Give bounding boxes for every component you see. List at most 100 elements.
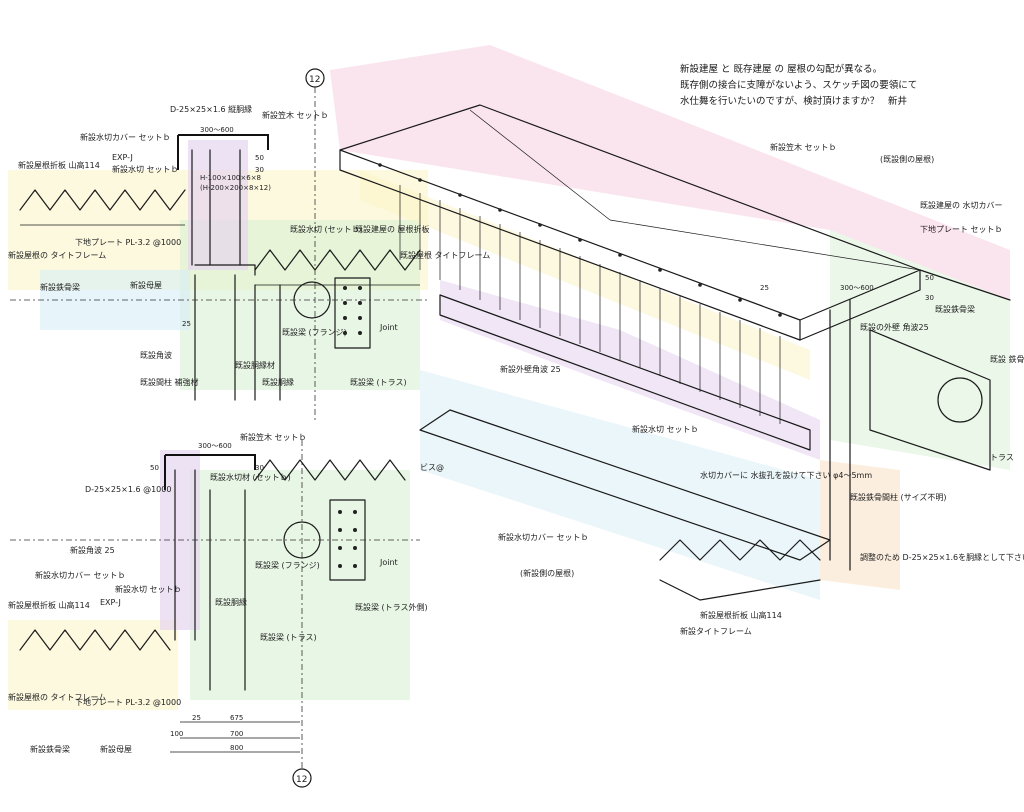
dimension-lines: [170, 721, 300, 753]
new-column: [194, 274, 236, 401]
label-exp-b: EXP-J: [100, 598, 121, 607]
grid-mark-bottom-label: 12: [296, 775, 307, 785]
label-plate: 下地プレート PL-3.2 @1000: [75, 237, 181, 247]
label-d25-b: D-25×25×1.6 @1000: [85, 485, 171, 494]
label-joint: Joint: [379, 323, 398, 332]
parapet-bottom: [174, 469, 196, 641]
p-dim-50: 50: [925, 274, 934, 282]
wash-pink: [330, 45, 1010, 300]
p-label-mizukiri-note: 水切カバーに 水抜孔を設けて下さい φ4～5mm: [700, 470, 872, 480]
note-signature: 新井: [888, 95, 907, 107]
wash-yellow-p: [360, 170, 810, 380]
dim-300-600-b: 300～600: [198, 442, 232, 450]
p-label-exist-girt: 既設鉄骨梁: [935, 304, 975, 314]
kasagi-top: [177, 134, 269, 170]
p-label-exist-mizukiri: 既設建屋の 水切カバー: [920, 200, 1003, 210]
notes: 新設建屋 と 既存建屋 の 屋根の勾配が異なる。 既存側の接合に支障がないよう、…: [680, 63, 917, 107]
p-label-new-mizukiri: 新設水切 セットｂ: [632, 424, 699, 434]
kasagi-joint: [469, 109, 921, 271]
corrugated-wall: [399, 185, 781, 424]
kasagi-screws: [378, 163, 782, 317]
joint-bolts-b: [338, 510, 357, 568]
label-exist-truss: 既設梁 (トラス): [350, 377, 407, 387]
new-roof-base-p: [659, 579, 821, 601]
p-label-new-roof: 新設屋根折板 山高114: [700, 610, 782, 620]
wash-green-p: [830, 230, 1010, 470]
perspective: 新設笠木 セットｂ (既設側の屋根) 既設建屋の 水切カバー 下地プレート セッ…: [330, 45, 1024, 636]
p-label-new-roof-side: (新設側の屋根): [520, 568, 574, 578]
label-exp: EXP-J: [112, 153, 133, 162]
p-label-exist-roof: (既設側の屋根): [880, 154, 934, 164]
label-d25: D-25×25×1.6 縦胴縁: [170, 104, 252, 114]
label-exist-roof: 既設建屋の 屋根折板: [355, 224, 430, 234]
p-label-truss: トラス: [990, 453, 1014, 462]
dim-675: 675: [230, 714, 243, 722]
wash-yellow-b: [8, 620, 178, 710]
kasagi-bottom: [164, 454, 256, 490]
label-h-steel: H-100×100×6×8: [200, 174, 261, 182]
dim-25-b: 25: [192, 714, 201, 722]
mizukiri-band: [439, 294, 811, 451]
wash-peach-p: [820, 460, 900, 590]
grid-mark-top-label: 12: [309, 75, 320, 85]
label-exist-girt: 既設胴縁: [262, 377, 294, 387]
p-label-tight: 新設タイトフレーム: [680, 626, 752, 636]
p-label-new-corner: 新設外壁角波 25: [500, 364, 561, 374]
label-tight-b: 新設屋根の タイトフレーム: [8, 692, 106, 702]
label-new-purlin: 新設母屋: [130, 280, 162, 290]
note-line-3: 水仕舞を行いたいのですが、検討頂けますか？: [680, 95, 879, 107]
p-label-kasagi: 新設笠木 セットｂ: [770, 142, 837, 152]
exist-beam-box: [869, 329, 991, 471]
joint-plate: [334, 277, 371, 349]
label-exist-beam-b: 既設梁 (トラス外側): [355, 602, 428, 612]
p-label-screw: ビス@: [420, 463, 444, 472]
label-new-roof: 新設屋根折板 山高114: [18, 160, 100, 170]
parapet-post: [209, 149, 241, 266]
label-exist-flange: 既設梁 (フランジ): [282, 327, 347, 337]
label-mizukiri-cover-b: 新設水切カバー セットｂ: [35, 570, 126, 580]
dim-700: 700: [230, 730, 243, 738]
p-label-exist-joist: 既設鉄骨間柱 (サイズ不明): [850, 492, 947, 502]
p-label-plate: 下地プレート セットｂ: [920, 224, 1003, 234]
kasagi-end: [799, 269, 921, 341]
label-exist-mizukiri: 既設水切 (セットｂ): [290, 224, 363, 234]
grid-mark-bottom: [292, 768, 312, 788]
column-b: [209, 489, 246, 691]
label-exist-column2: 既設間柱 補強材: [140, 377, 199, 387]
dim-800: 800: [230, 744, 243, 752]
p-label-exist-ext: 既設の外壁 角波25: [860, 322, 929, 332]
dim-30-b: 30: [255, 464, 264, 472]
label-new-beam: 新設鉄骨梁: [40, 282, 80, 292]
dim-100-b: 100: [170, 730, 183, 738]
label-new-corner-b: 新設角波 25: [70, 545, 115, 555]
plate-base: [194, 264, 256, 276]
label-exist-mizukiri-b: 既設水切材 (セットｂ): [210, 472, 291, 482]
wash-green-b: [190, 470, 410, 700]
label-exist-tight: 既設屋根 タイトフレーム: [400, 250, 490, 260]
label-kasagi: 新設笠木 セットｂ: [262, 110, 329, 120]
dim-25: 25: [182, 320, 191, 328]
label-new-beam-b: 新設鉄骨梁: [30, 744, 70, 754]
note-line-1: 新設建屋 と 既存建屋 の 屋根の勾配が異なる。: [680, 63, 882, 75]
dim-300-600: 300～600: [200, 126, 234, 134]
wash-violet: [188, 140, 248, 270]
exist-roof-edge: [919, 269, 1011, 301]
label-tight: 新設屋根の タイトフレーム: [8, 250, 106, 260]
p-dim-300-600: 300～600: [840, 284, 874, 292]
p-dim-30: 30: [925, 294, 934, 302]
section-bottom: 12 新設笠木 セットｂ 300～600 50 30 D-25×25×1.6 @…: [8, 432, 428, 788]
label-exist-truss-b: 既設梁 (トラス): [260, 632, 317, 642]
p-dim-25: 25: [760, 284, 769, 292]
label-new-roof-b: 新設屋根折板 山高114: [8, 600, 90, 610]
label-kasagi-b: 新設笠木 セットｂ: [240, 432, 307, 442]
kasagi-front-face: [339, 149, 801, 341]
new-roof-corr-p: [659, 539, 821, 561]
p-label-exist-beam: 既設 鉄骨梁: [990, 354, 1024, 364]
label-exist-corner: 既設角波: [140, 350, 172, 360]
label-h-steel2: (H-200×200×8×12): [200, 184, 271, 192]
label-exist-column: 既設胴縁材: [235, 360, 275, 370]
p-label-adjust: 調整のため D-25×25×1.6を胴縁として下さい @1000 程度にて: [860, 552, 1024, 562]
section-top: 12 D-25×25×1.6 縦胴縁 新設笠木 セットｂ 新設水切カバー セット…: [8, 68, 490, 420]
label-new-purlin-b: 新設母屋: [100, 744, 132, 754]
